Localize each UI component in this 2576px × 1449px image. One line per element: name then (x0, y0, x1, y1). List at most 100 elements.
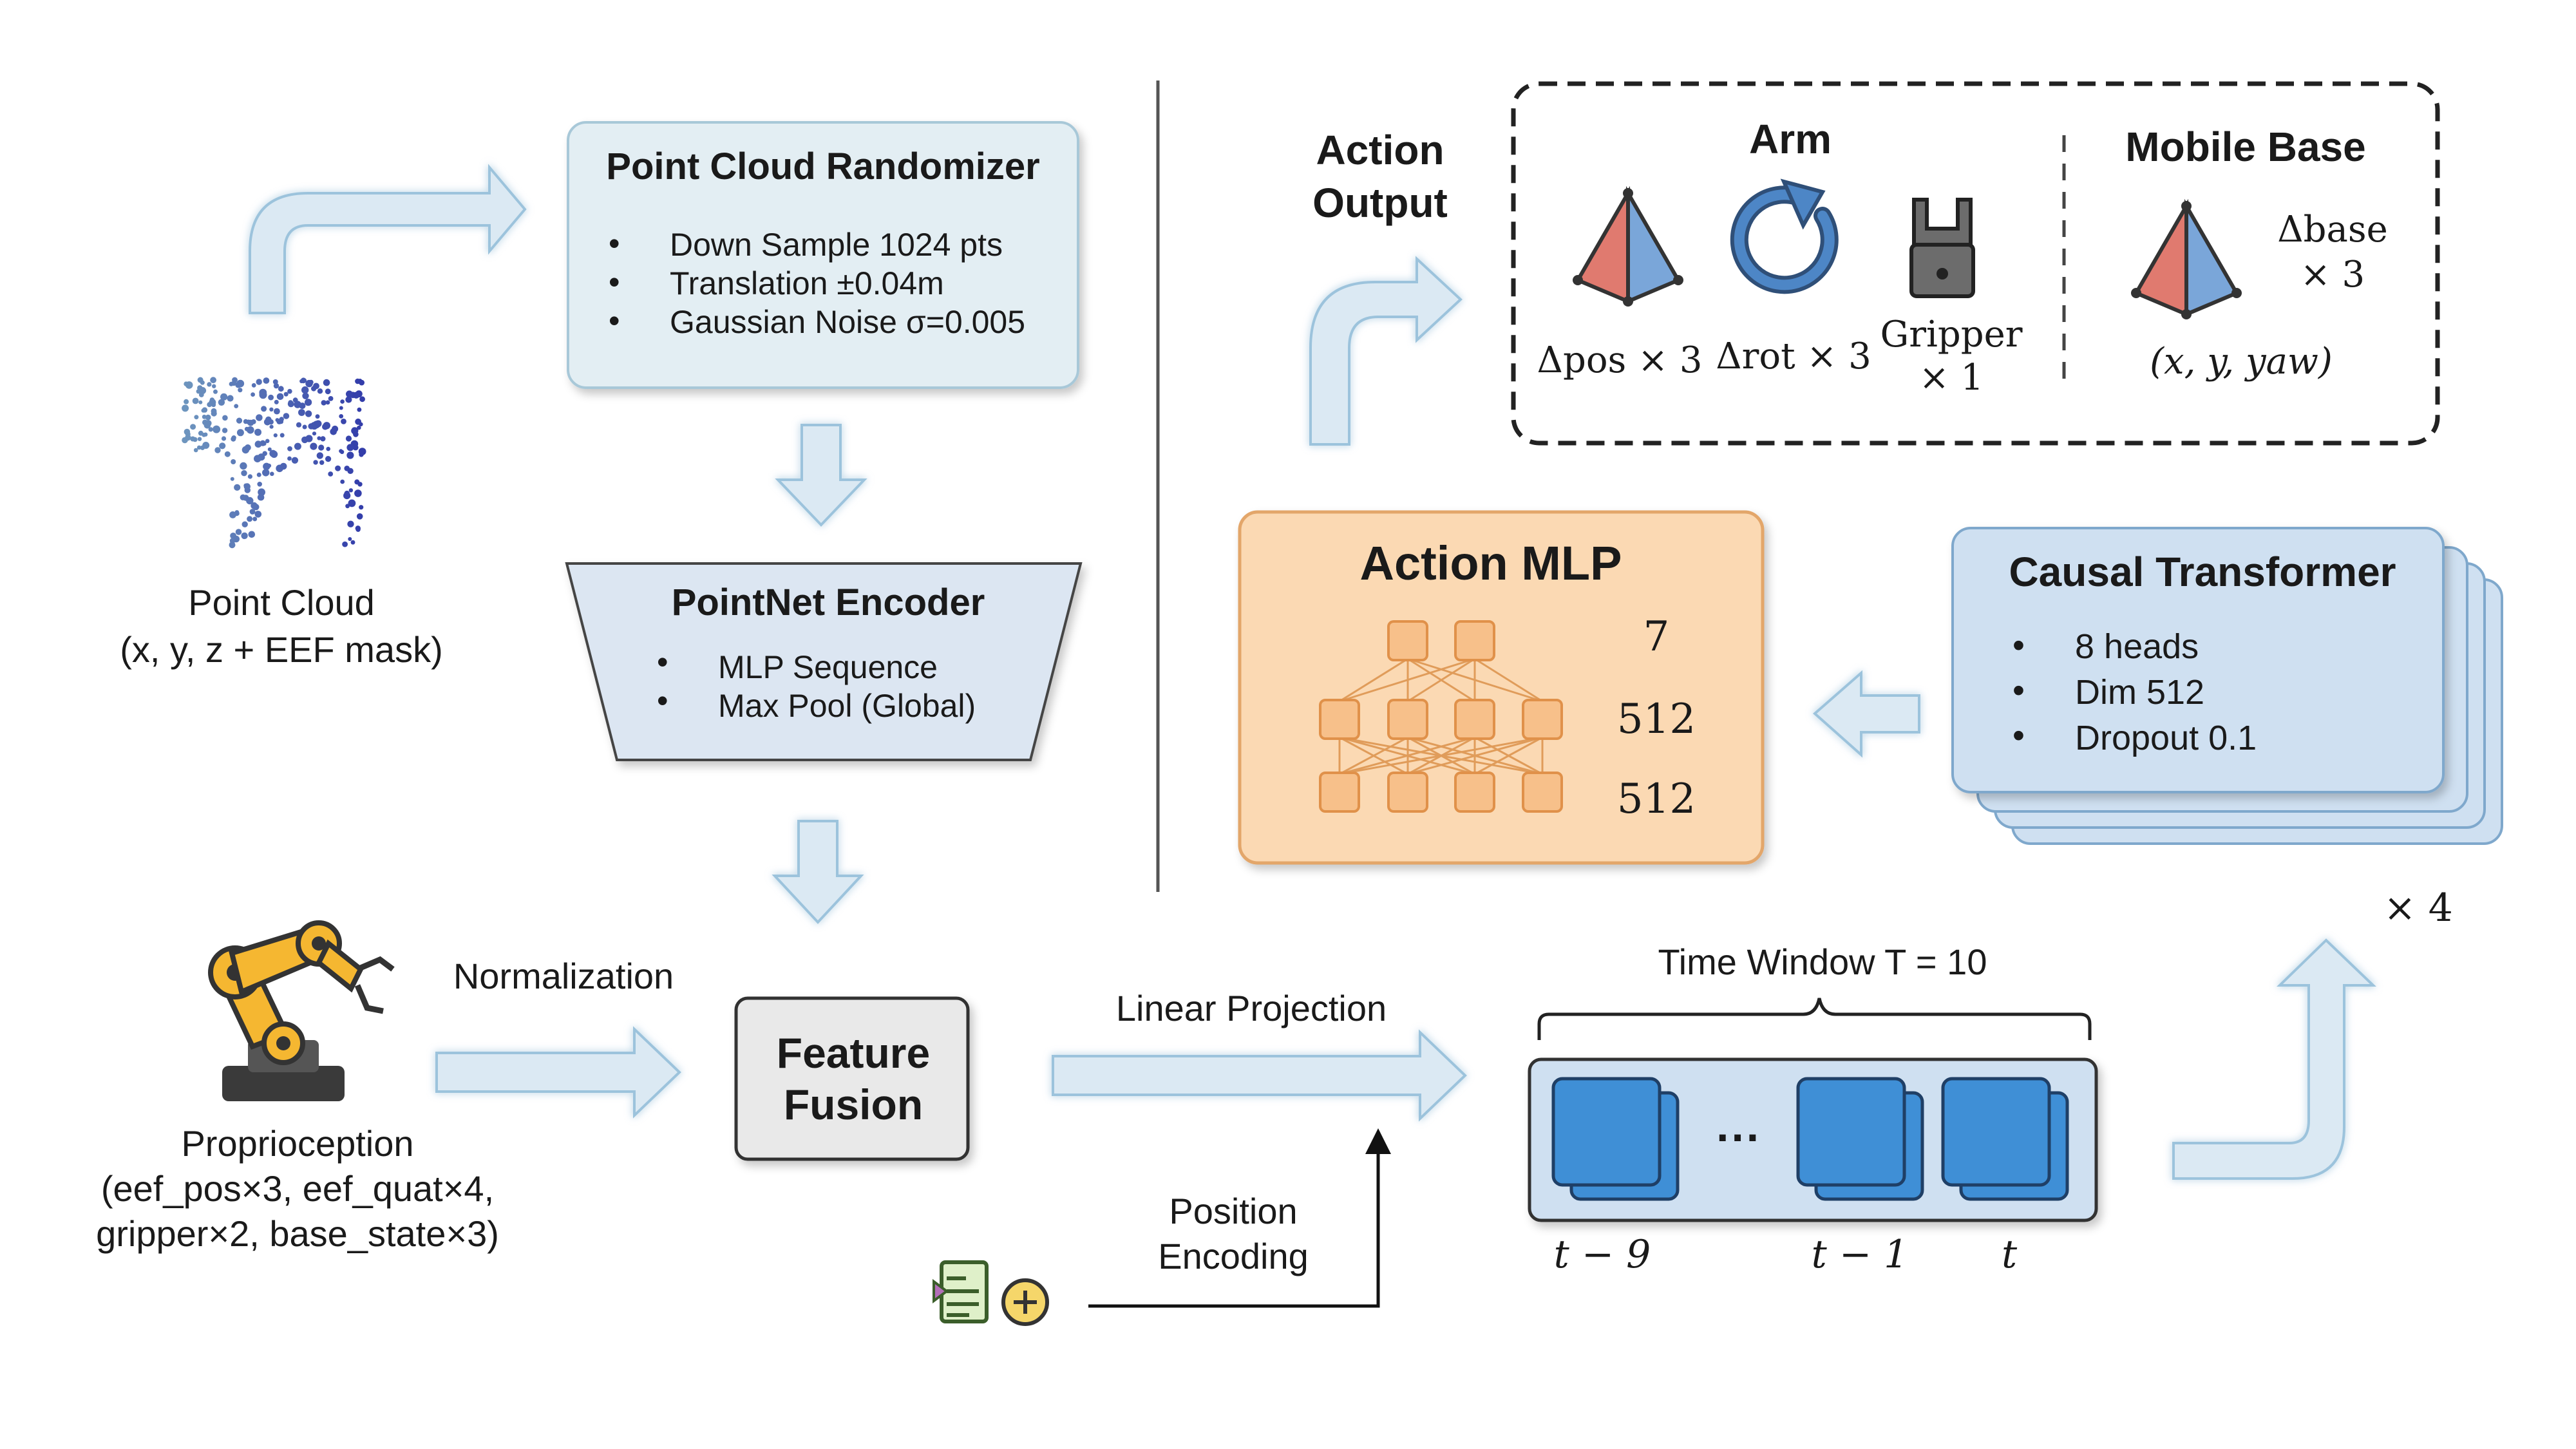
base-delta-label-1: Δbase (2277, 209, 2388, 251)
encoder-trapezoid (565, 562, 1083, 761)
down-arrow-randomizer (775, 424, 867, 527)
point-cloud-point (321, 400, 327, 406)
action-mlp-title: Action MLP (1360, 536, 1622, 590)
point-cloud-point (267, 447, 272, 451)
point-cloud-point (248, 531, 256, 538)
point-cloud-point (254, 455, 261, 462)
point-cloud-point (357, 482, 363, 487)
token-stack-t-1 (1796, 1077, 1924, 1201)
point-cloud-point (254, 511, 261, 517)
point-cloud-point (274, 408, 280, 415)
point-cloud-point (199, 387, 207, 394)
point-cloud-point (343, 492, 351, 500)
point-cloud-point (348, 488, 354, 493)
point-cloud-point (234, 484, 241, 491)
point-cloud-point (279, 433, 285, 438)
position-encoding-line2: Encoding (1158, 1236, 1309, 1276)
point-cloud-point (320, 436, 326, 442)
point-cloud-point (251, 392, 255, 397)
token-stack-t (1941, 1077, 2069, 1201)
point-cloud-point (323, 422, 330, 430)
point-cloud-point (208, 427, 213, 432)
point-cloud-point (212, 384, 216, 388)
point-cloud-point (326, 446, 330, 451)
point-cloud-point (352, 444, 359, 451)
proprioception-label: Proprioception (181, 1123, 413, 1164)
point-cloud-point (342, 541, 348, 547)
robot-arm-icon (208, 920, 395, 1101)
transformer-bullet-3: • (2012, 716, 2025, 755)
point-cloud-point (229, 511, 236, 518)
arm-title: Arm (1749, 116, 1832, 162)
point-cloud-point (291, 457, 299, 464)
mlp-node (1319, 772, 1360, 813)
transformer-repeat-label: × 4 (2383, 886, 2453, 931)
token-label-t: t (2002, 1232, 2018, 1277)
point-cloud-point (202, 414, 207, 419)
mlp-connection (1474, 736, 1543, 775)
transformer-item-2: Dim 512 (2075, 673, 2204, 712)
point-cloud-point (256, 472, 261, 477)
encoder-title: PointNet Encoder (672, 582, 985, 623)
mlp-layer-size-hidden-2: 512 (1617, 775, 1696, 823)
point-cloud-point (305, 435, 313, 442)
point-cloud-point (267, 463, 272, 468)
point-cloud-point (296, 422, 302, 428)
mobile-base-title: Mobile Base (2125, 124, 2365, 170)
encoder-item-1: MLP Sequence (718, 649, 938, 685)
point-cloud-point (269, 424, 274, 429)
feature-fusion-line1: Feature (777, 1029, 930, 1077)
transformer-bullet-2: • (2012, 671, 2025, 710)
point-cloud-point (302, 424, 307, 430)
point-cloud-point (259, 390, 267, 399)
point-cloud-point (252, 516, 258, 522)
point-cloud-point (357, 425, 361, 430)
randomizer-item-1: Down Sample 1024 pts (670, 227, 1003, 263)
rotation-arrow-icon (1730, 178, 1839, 294)
point-cloud-point (347, 520, 354, 527)
point-cloud-point (348, 537, 352, 541)
point-cloud-point (197, 437, 202, 441)
point-cloud-point (359, 396, 365, 402)
document-plus-icon (933, 1260, 1049, 1326)
point-cloud-point (328, 396, 334, 401)
point-cloud-point (263, 419, 271, 426)
point-cloud-point (294, 442, 301, 450)
point-cloud-point (314, 420, 322, 428)
point-cloud-point (346, 451, 354, 459)
transformer-title: Causal Transformer (2009, 549, 2396, 595)
randomizer-box (567, 121, 1079, 389)
point-cloud-point (288, 400, 293, 405)
point-cloud-point (300, 377, 307, 384)
point-cloud-point (261, 406, 267, 412)
point-cloud-point (313, 460, 318, 465)
point-cloud-point (211, 408, 217, 414)
encoder-item-2: Max Pool (Global) (718, 688, 976, 724)
point-cloud-point (244, 444, 251, 451)
point-cloud-point (198, 430, 204, 436)
point-cloud-point (184, 428, 191, 435)
point-cloud-point (351, 427, 359, 435)
point-cloud-point (312, 431, 317, 436)
mlp-node (1454, 620, 1495, 661)
base-coords-label: (x, y, yaw) (2150, 341, 2333, 383)
point-cloud-point (201, 408, 205, 413)
point-cloud-point (273, 433, 278, 438)
point-cloud-point (247, 516, 253, 522)
point-cloud-point (317, 436, 321, 440)
time-window-brace (1537, 998, 2092, 1040)
proprioception-sublabel-1: (eef_pos×3, eef_quat×4, (101, 1168, 494, 1209)
bent-arrow-pointcloud (249, 164, 527, 314)
point-cloud-point (218, 399, 225, 406)
point-cloud-point (355, 418, 361, 425)
point-cloud-point (346, 390, 353, 398)
point-cloud-point (256, 414, 263, 421)
point-cloud-point (184, 399, 189, 404)
feature-fusion-box (734, 996, 970, 1161)
point-cloud-point (298, 409, 305, 416)
base-pyramid-icon (2131, 198, 2242, 319)
point-cloud-point (359, 379, 365, 386)
point-cloud-point (325, 400, 330, 405)
point-cloud-point (231, 436, 236, 442)
mlp-node (1387, 620, 1428, 661)
